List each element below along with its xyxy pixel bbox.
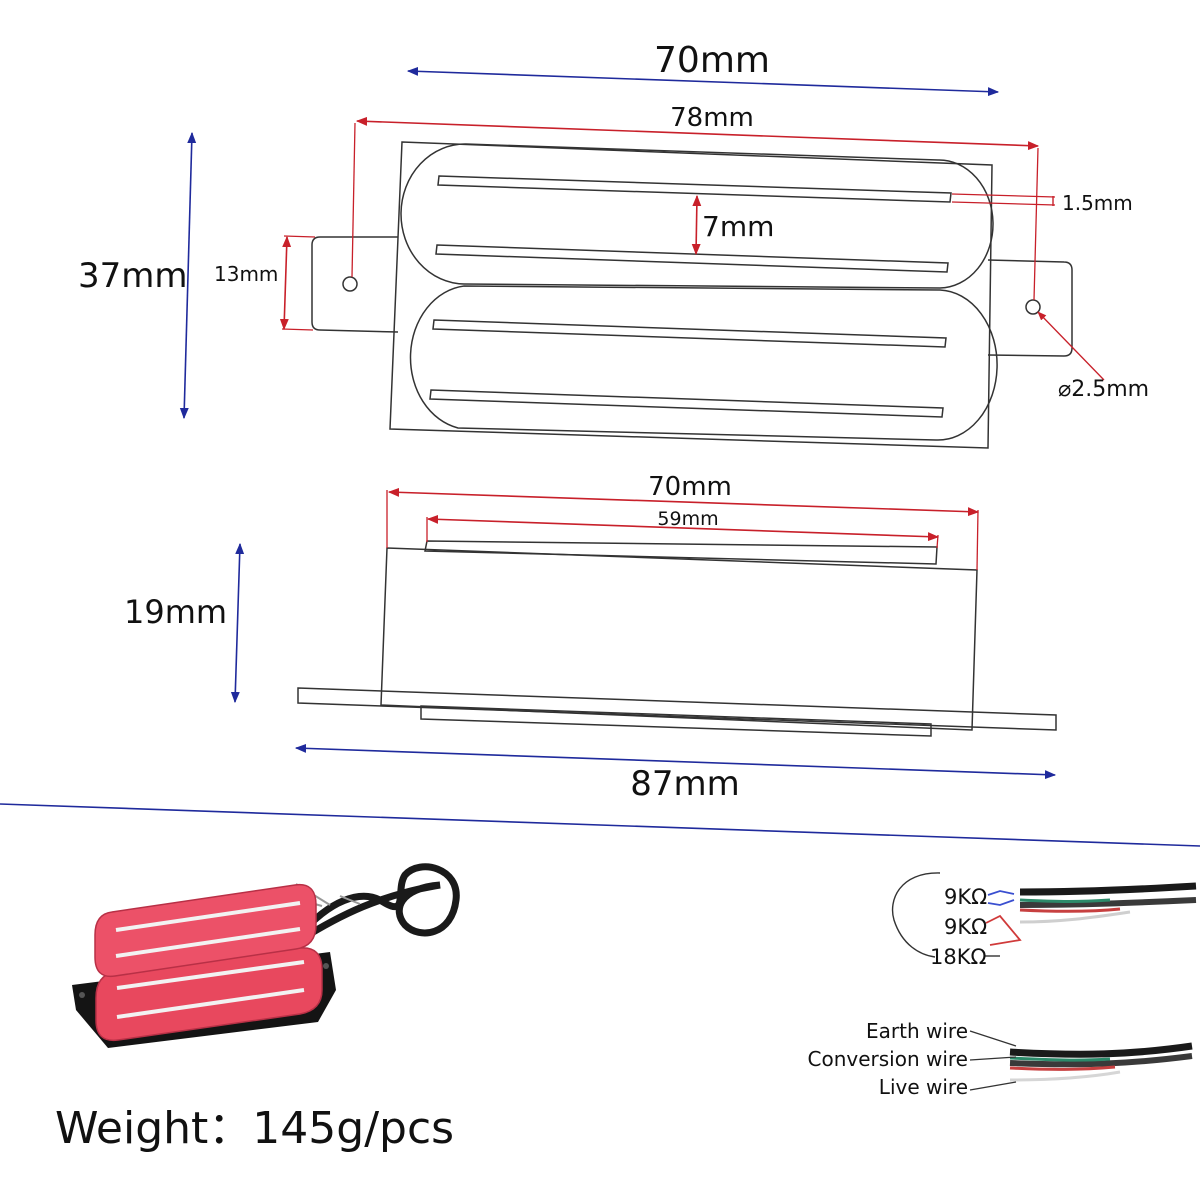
- pickup-screw-left: [79, 992, 85, 998]
- label-coil-total: 18KΩ: [930, 945, 987, 969]
- function-cable-mix: [1009, 1053, 1193, 1068]
- dim-line-rail-gap: [691, 194, 702, 256]
- leader-live: [969, 1081, 1017, 1091]
- label-mount-13: 13mm: [214, 262, 278, 286]
- pickup-rail-4: [116, 988, 305, 1019]
- left-mount-tab: [311, 236, 399, 333]
- ext-line-right-78: [1033, 147, 1039, 301]
- ext-rail-width-b: [951, 201, 1056, 206]
- label-side-70: 70mm: [648, 472, 732, 502]
- pickup-rail-1: [115, 901, 301, 932]
- rail-2: [435, 244, 949, 273]
- label-live-wire: Live wire: [879, 1075, 968, 1099]
- ext-rail-width-a: [951, 193, 1056, 198]
- weight-label: Weight：145g/pcs: [55, 1103, 455, 1154]
- ext-line-left-78: [351, 122, 356, 278]
- side-bottom-strip: [420, 705, 932, 737]
- label-top-70: 70mm: [654, 40, 770, 81]
- leader-conversion: [969, 1056, 1017, 1061]
- ext-line-mount-13-bottom: [281, 328, 314, 331]
- dim-line-side-19: [230, 542, 245, 704]
- pickup-cable: [296, 863, 460, 944]
- function-wire-green: [1009, 1056, 1111, 1062]
- resistance-wire-green: [1019, 898, 1111, 903]
- function-cable-black: [1009, 1042, 1193, 1058]
- label-coil-a: 9KΩ: [944, 885, 987, 909]
- side-view: 70mm 59mm 19mm 87mm: [124, 472, 1057, 804]
- pickup-rail-3: [116, 960, 305, 990]
- resistance-wiring: 9KΩ 9KΩ 18KΩ: [891, 872, 1197, 969]
- label-rail-width: 1.5mm: [1062, 191, 1133, 215]
- resistance-wire-white: [1019, 910, 1131, 924]
- label-coil-b: 9KΩ: [944, 915, 987, 939]
- right-mount-hole: [1025, 299, 1041, 315]
- ext-line-mount-13-top: [283, 235, 316, 238]
- dim-line-height-37: [179, 131, 197, 420]
- label-conversion-wire: Conversion wire: [808, 1047, 969, 1071]
- lower-coil-outline: [409, 285, 998, 441]
- top-view: 70mm 78mm 7mm 1.5mm 37mm 13mm ⌀2.5mm: [78, 40, 1149, 449]
- ext-line-side-70-right: [976, 509, 979, 571]
- section-divider: [0, 803, 1200, 847]
- dim-line-mount-13: [279, 235, 292, 331]
- pole-strip: [424, 540, 938, 565]
- rail-1: [437, 175, 952, 203]
- label-rail-gap: 7mm: [702, 210, 774, 243]
- pickup-photo: [72, 863, 460, 1048]
- resistance-cable-black: [1019, 882, 1197, 896]
- label-side-87: 87mm: [630, 764, 740, 804]
- dim-line-side-70: [387, 487, 980, 517]
- label-height-37: 37mm: [78, 256, 188, 296]
- base-plate-outline: [389, 141, 993, 449]
- label-top-78: 78mm: [670, 103, 754, 133]
- side-body: [380, 547, 978, 731]
- resistance-cable-mix: [1019, 897, 1197, 908]
- left-mount-hole: [342, 276, 358, 292]
- label-side-19: 19mm: [124, 593, 227, 631]
- label-earth-wire: Earth wire: [866, 1019, 968, 1043]
- rail-4: [429, 389, 944, 418]
- rail-3: [432, 319, 947, 348]
- resistance-loop: [891, 872, 941, 958]
- dim-line-top-70: [406, 66, 1000, 97]
- label-hole-diameter: ⌀2.5mm: [1058, 377, 1149, 402]
- function-wire-white: [1009, 1070, 1121, 1082]
- dim-line-top-78: [355, 116, 1040, 151]
- side-base-plate: [297, 687, 1057, 731]
- resistance-wire-red: [1019, 907, 1121, 913]
- leader-earth: [969, 1030, 1017, 1047]
- connector-blue: [987, 890, 1015, 906]
- function-wire-red: [1009, 1065, 1116, 1071]
- connector-red: [985, 914, 1022, 946]
- right-mount-tab: [987, 259, 1073, 357]
- ext-line-side-59-right: [936, 534, 939, 549]
- dim-line-side-87: [294, 743, 1057, 780]
- leader-hole-diameter: [1037, 311, 1105, 381]
- label-side-59: 59mm: [657, 508, 718, 530]
- upper-coil-outline: [400, 143, 994, 289]
- pickup-rail-2: [115, 927, 301, 958]
- wire-functions: Earth wire Conversion wire Live wire: [808, 1019, 1193, 1099]
- dim-line-side-59: [426, 514, 940, 542]
- pickup-screw-right: [323, 963, 329, 969]
